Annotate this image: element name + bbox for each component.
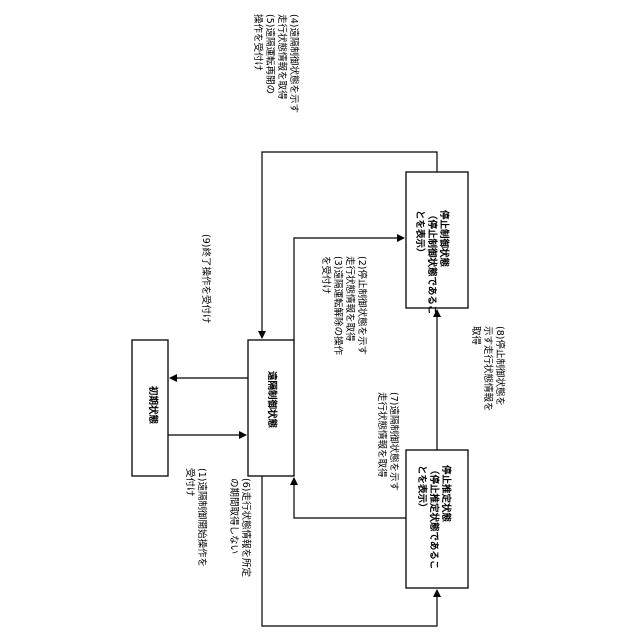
initial-state-label: 初期状態 [146,386,158,424]
label-transition-4-5: (4)遠隔制御状態を示す 走行状態情報を取得 (5)遠隔運転再開の 操作を受付け [251,14,299,113]
stop-estimate-line-3: とを表示） [415,465,427,569]
remote-control-state-text: 遠隔制御状態 [265,371,277,428]
label-transition-6: (6)走行状態情報を所定 の期間取得しない [227,478,251,577]
stop-control-line-3: とを表示） [413,210,425,314]
label-transition-2-3: (2)停止制御状態を示す 走行状態情報を取得 (3)遠隔運転解除の操作 を受付け [319,256,367,355]
label-transition-7: (7)遠隔制御状態を示す 走行状態情報を取得 [375,392,399,491]
stop-estimate-line-2: （停止推定状態であるこ [427,465,439,569]
stop-control-state-label: 停止制御状態 （停止制御状態であるこ とを表示） [413,210,449,314]
label-transition-9: (9)終了操作を受付け [199,234,211,323]
label-transition-1: (1)遠隔制御開始操作を 受付け [183,468,207,567]
stop-control-line-1: 停止制御状態 [437,210,449,314]
initial-state-text: 初期状態 [146,386,158,424]
remote-control-state-label: 遠隔制御状態 [265,371,277,428]
stop-control-line-2: （停止制御状態であるこ [425,210,437,314]
label-transition-8: (8)停止制御状態を 示す走行状態情報を 取得 [469,326,505,412]
stop-estimate-line-1: 停止推定状態 [439,465,451,569]
stop-estimate-state-label: 停止推定状態 （停止推定状態であるこ とを表示） [415,465,451,569]
